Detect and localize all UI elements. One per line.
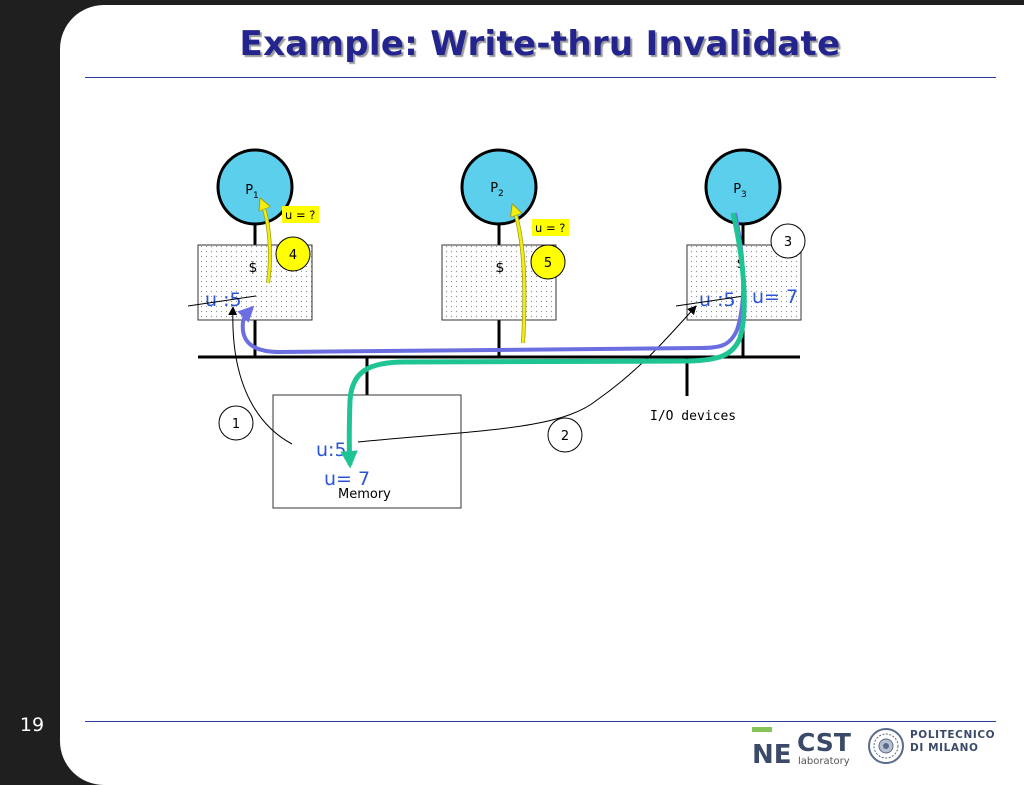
step-badge-2-label: 2 (561, 429, 569, 444)
query-p2-highlight (532, 219, 569, 236)
memory-label: Memory (338, 487, 391, 502)
slide-canvas (60, 5, 1024, 785)
memory-box (272, 394, 462, 509)
processor-p2 (460, 148, 538, 226)
arrow-step-4-p1-read (261, 200, 272, 284)
necst-lab-logo: NE CST laboratory (752, 727, 851, 767)
processor-p3 (704, 148, 782, 226)
query-p1: u = ? (285, 208, 315, 222)
necst-logo-cst: CST (797, 728, 851, 757)
query-p1-highlight (282, 206, 319, 223)
step-badge-1-label: 1 (232, 417, 240, 432)
cache-1-invalidate-strike (187, 295, 257, 307)
page-number: 19 (19, 714, 45, 736)
cache-2-label: $ (496, 260, 505, 276)
step-badge-4-label: 4 (289, 248, 297, 263)
necst-logo-ne: NE (752, 740, 792, 767)
processor-p1-label: P1 (245, 183, 259, 201)
memory-new-value: u= 7 (324, 468, 370, 490)
necst-logo-sub: laboratory (798, 756, 850, 767)
step-badge-4 (275, 236, 311, 272)
arrow-step-2-memory-to-cache-3 (357, 305, 697, 443)
arrow-step-1-memory-to-cache-1 (228, 306, 293, 445)
politecnico-seal-icon (868, 728, 904, 764)
write-thru-invalidate-diagram: $ $ $ P1 P2 P3 Memory u:5 u= 7 I/O devic… (187, 148, 806, 509)
processor-p1 (216, 148, 294, 226)
politecnico-name: POLITECNICO DI MILANO (910, 729, 995, 755)
step-badge-2 (547, 417, 583, 453)
processor-p3-label: P3 (733, 182, 747, 200)
politecnico-line-1: POLITECNICO (910, 729, 996, 741)
memory-old-value: u:5 (316, 439, 347, 461)
necst-logo-accent (752, 727, 772, 732)
footer-divider (85, 721, 996, 722)
arrow-step-5-p2-read (513, 206, 526, 344)
io-devices-label: I/O devices (650, 409, 736, 424)
politecnico-line-2: DI MILANO (910, 742, 979, 754)
arrow-write-through (340, 212, 747, 469)
politecnico-logo: POLITECNICO DI MILANO (866, 726, 1006, 768)
slide-title: Example: Write-thru Invalidate (239, 24, 841, 64)
title-divider (85, 77, 996, 78)
query-p2: u = ? (535, 221, 565, 235)
cache-3-new-value: u= 7 (752, 286, 798, 308)
processor-p2-label: P2 (490, 181, 504, 199)
step-badge-5-label: 5 (544, 256, 552, 271)
step-badge-3-label: 3 (784, 235, 792, 250)
step-badge-3 (770, 223, 806, 259)
step-badge-5 (530, 244, 566, 280)
step-badge-1 (218, 405, 254, 441)
cache-1-value: u :5 (205, 289, 242, 311)
cache-1-label: $ (249, 260, 258, 276)
cache-3-invalidate-strike (675, 295, 745, 307)
